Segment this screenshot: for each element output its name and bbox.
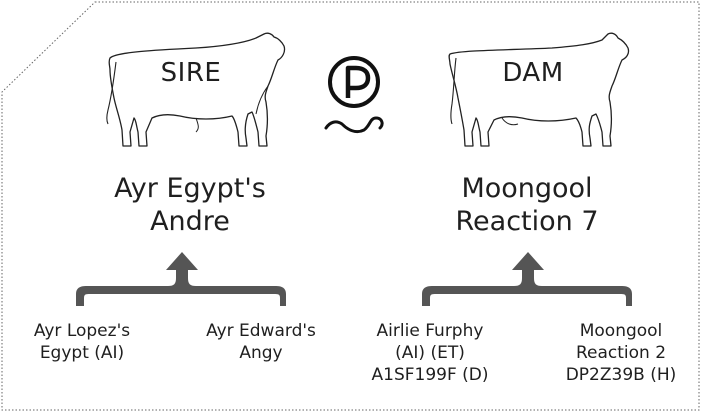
gp-line: Airlie Furphy [376,321,484,341]
gp-line: Moongool [579,321,663,341]
gp-line: Ayr Edward's [206,321,316,341]
gp-line: DP2Z39B (H) [565,365,677,385]
sire-bracket-arrow [76,252,286,306]
dam-grandparent-2: Moongool Reaction 2 DP2Z39B (H) [556,320,686,386]
dam-label: DAM [502,58,564,88]
gp-line: Angy [239,343,283,363]
sire-name-line2: Andre [150,206,230,237]
sire-name-line1: Ayr Egypt's [114,173,266,204]
gp-line: Egypt (AI) [39,343,125,363]
dam-name-line2: Reaction 7 [455,206,599,237]
polled-p-icon [324,56,384,134]
dam-name-line1: Moongool [461,173,593,204]
sire-name: Ayr Egypt's Andre [90,172,290,238]
gp-line: A1SF199F (D) [371,365,489,385]
dam-grandparent-1: Airlie Furphy (AI) (ET) A1SF199F (D) [360,320,500,386]
bull-icon [106,32,286,147]
gp-line: (AI) (ET) [395,343,465,363]
dam-name: Moongool Reaction 7 [427,172,627,238]
sire-grandparent-2: Ayr Edward's Angy [198,320,324,364]
gp-line: Reaction 2 [575,343,667,363]
sire-grandparent-1: Ayr Lopez's Egypt (AI) [22,320,142,364]
cow-icon [448,32,630,147]
dam-bracket-arrow [422,252,632,306]
sire-label: SIRE [160,58,222,88]
gp-line: Ayr Lopez's [33,321,131,341]
